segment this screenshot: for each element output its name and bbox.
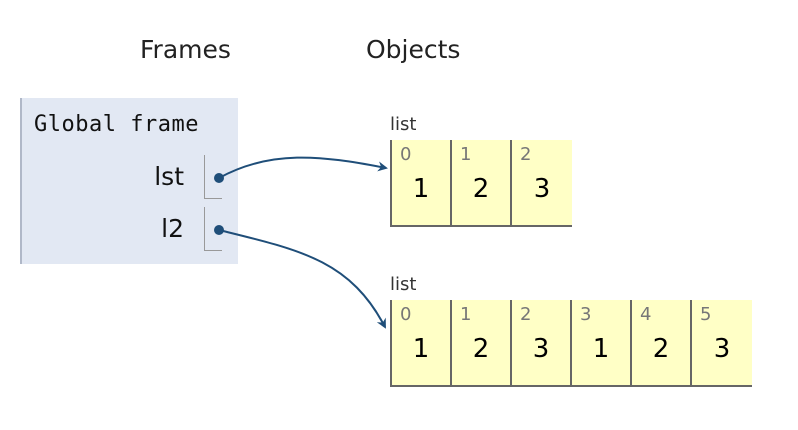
- list-cell: 2 3: [512, 140, 572, 225]
- variable-box-l2: [204, 207, 222, 251]
- cell-value: 1: [412, 334, 430, 364]
- cell-index: 0: [400, 304, 412, 325]
- cell-index: 0: [400, 144, 412, 165]
- cell-index: 2: [520, 144, 532, 165]
- cell-value: 2: [472, 174, 490, 204]
- cell-value: 2: [652, 334, 670, 364]
- cell-index: 1: [460, 304, 472, 325]
- variable-box-lst: [204, 155, 222, 199]
- cell-value: 3: [713, 334, 731, 364]
- cell-index: 5: [700, 304, 712, 325]
- pointer-arrow-l2: [218, 229, 386, 329]
- cell-index: 2: [520, 304, 532, 325]
- cell-value: 3: [533, 174, 551, 204]
- list-cell: 2 3: [512, 300, 572, 385]
- list-object-l2: 0 1 1 2 2 3 3 1 4 2 5 3: [390, 300, 752, 387]
- object-type-label: list: [390, 274, 417, 295]
- cell-index: 3: [580, 304, 592, 325]
- list-cell: 5 3: [692, 300, 752, 385]
- list-cell: 1 2: [452, 300, 512, 385]
- object-type-label: list: [390, 114, 417, 135]
- variable-name-l2: l2: [161, 214, 184, 243]
- global-frame: Global frame lst l2: [20, 98, 238, 264]
- list-object-lst: 0 1 1 2 2 3: [390, 140, 572, 227]
- cell-value: 1: [592, 334, 610, 364]
- list-cell: 3 1: [572, 300, 632, 385]
- objects-header: Objects: [366, 35, 461, 64]
- cell-index: 1: [460, 144, 472, 165]
- pointer-arrow-lst: [218, 156, 388, 179]
- frame-title: Global frame: [34, 112, 199, 137]
- list-cell: 0 1: [392, 140, 452, 225]
- cell-value: 2: [472, 334, 490, 364]
- frames-header: Frames: [140, 35, 231, 64]
- cell-index: 4: [640, 304, 652, 325]
- list-cell: 1 2: [452, 140, 512, 225]
- cell-value: 1: [412, 174, 430, 204]
- list-cell: 0 1: [392, 300, 452, 385]
- list-cell: 4 2: [632, 300, 692, 385]
- variable-name-lst: lst: [154, 162, 184, 191]
- cell-value: 3: [532, 334, 550, 364]
